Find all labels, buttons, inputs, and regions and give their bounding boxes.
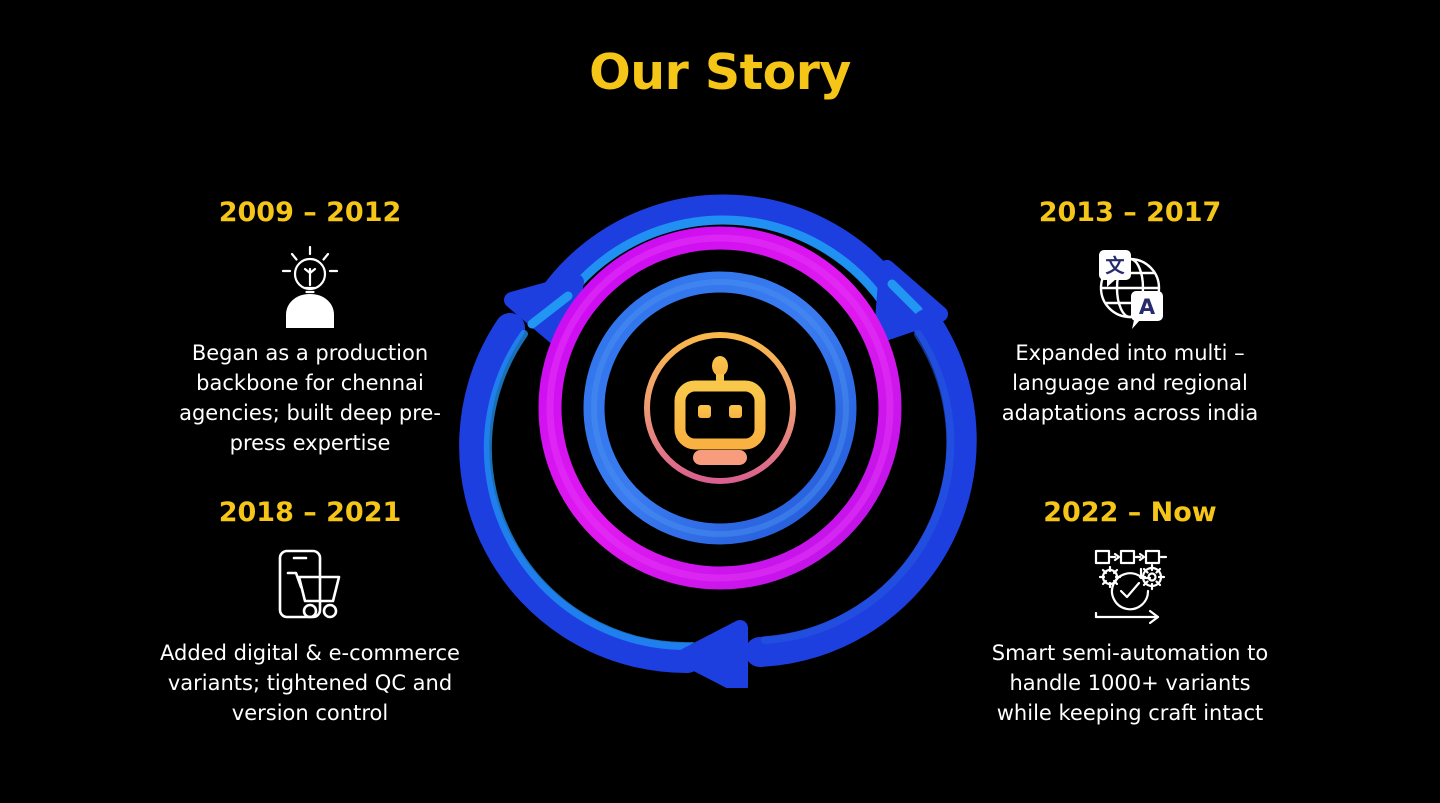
bubble-latin: A <box>1131 291 1163 329</box>
milestone-2009-2012: 2009 – 2012 <box>160 196 460 458</box>
milestone-description: Began as a production backbone for chenn… <box>179 341 441 455</box>
milestone-description: Added digital & e-commerce variants; tig… <box>160 641 460 725</box>
automation-gear-check-icon <box>980 540 1280 632</box>
outer-arrow-ring <box>459 194 977 688</box>
page-title: Our Story <box>589 44 851 101</box>
inner-blue-ring <box>583 271 857 545</box>
milestone-year: 2018 – 2021 <box>218 497 402 528</box>
milestone-description: Smart semi-automation to handle 1000+ va… <box>991 641 1269 725</box>
milestone-year: 2009 – 2012 <box>218 197 402 228</box>
milestone-description: Expanded into multi – language and regio… <box>1001 341 1259 425</box>
milestone-year: 2022 – Now <box>1043 497 1217 528</box>
milestone-year: 2013 – 2017 <box>1038 197 1222 228</box>
magenta-ring <box>538 226 902 590</box>
bubble-cjk: 文 <box>1099 250 1131 287</box>
mobile-shopping-cart-icon <box>160 540 460 632</box>
globe-translate-icon: 文 A <box>980 240 1280 332</box>
idea-person-icon <box>160 240 460 332</box>
milestone-2022-now: 2022 – Now <box>980 496 1280 728</box>
bubble-latin-glyph: A <box>1139 295 1156 319</box>
milestone-2018-2021: 2018 – 2021 Added digital & e-commerce v… <box>160 496 460 728</box>
arrow-head-bottom <box>676 620 748 688</box>
robot-icon <box>644 332 796 484</box>
center-cycle-graphic <box>440 128 1000 688</box>
bubble-cjk-glyph: 文 <box>1105 254 1125 277</box>
milestone-2013-2017: 2013 – 2017 文 <box>980 196 1280 428</box>
